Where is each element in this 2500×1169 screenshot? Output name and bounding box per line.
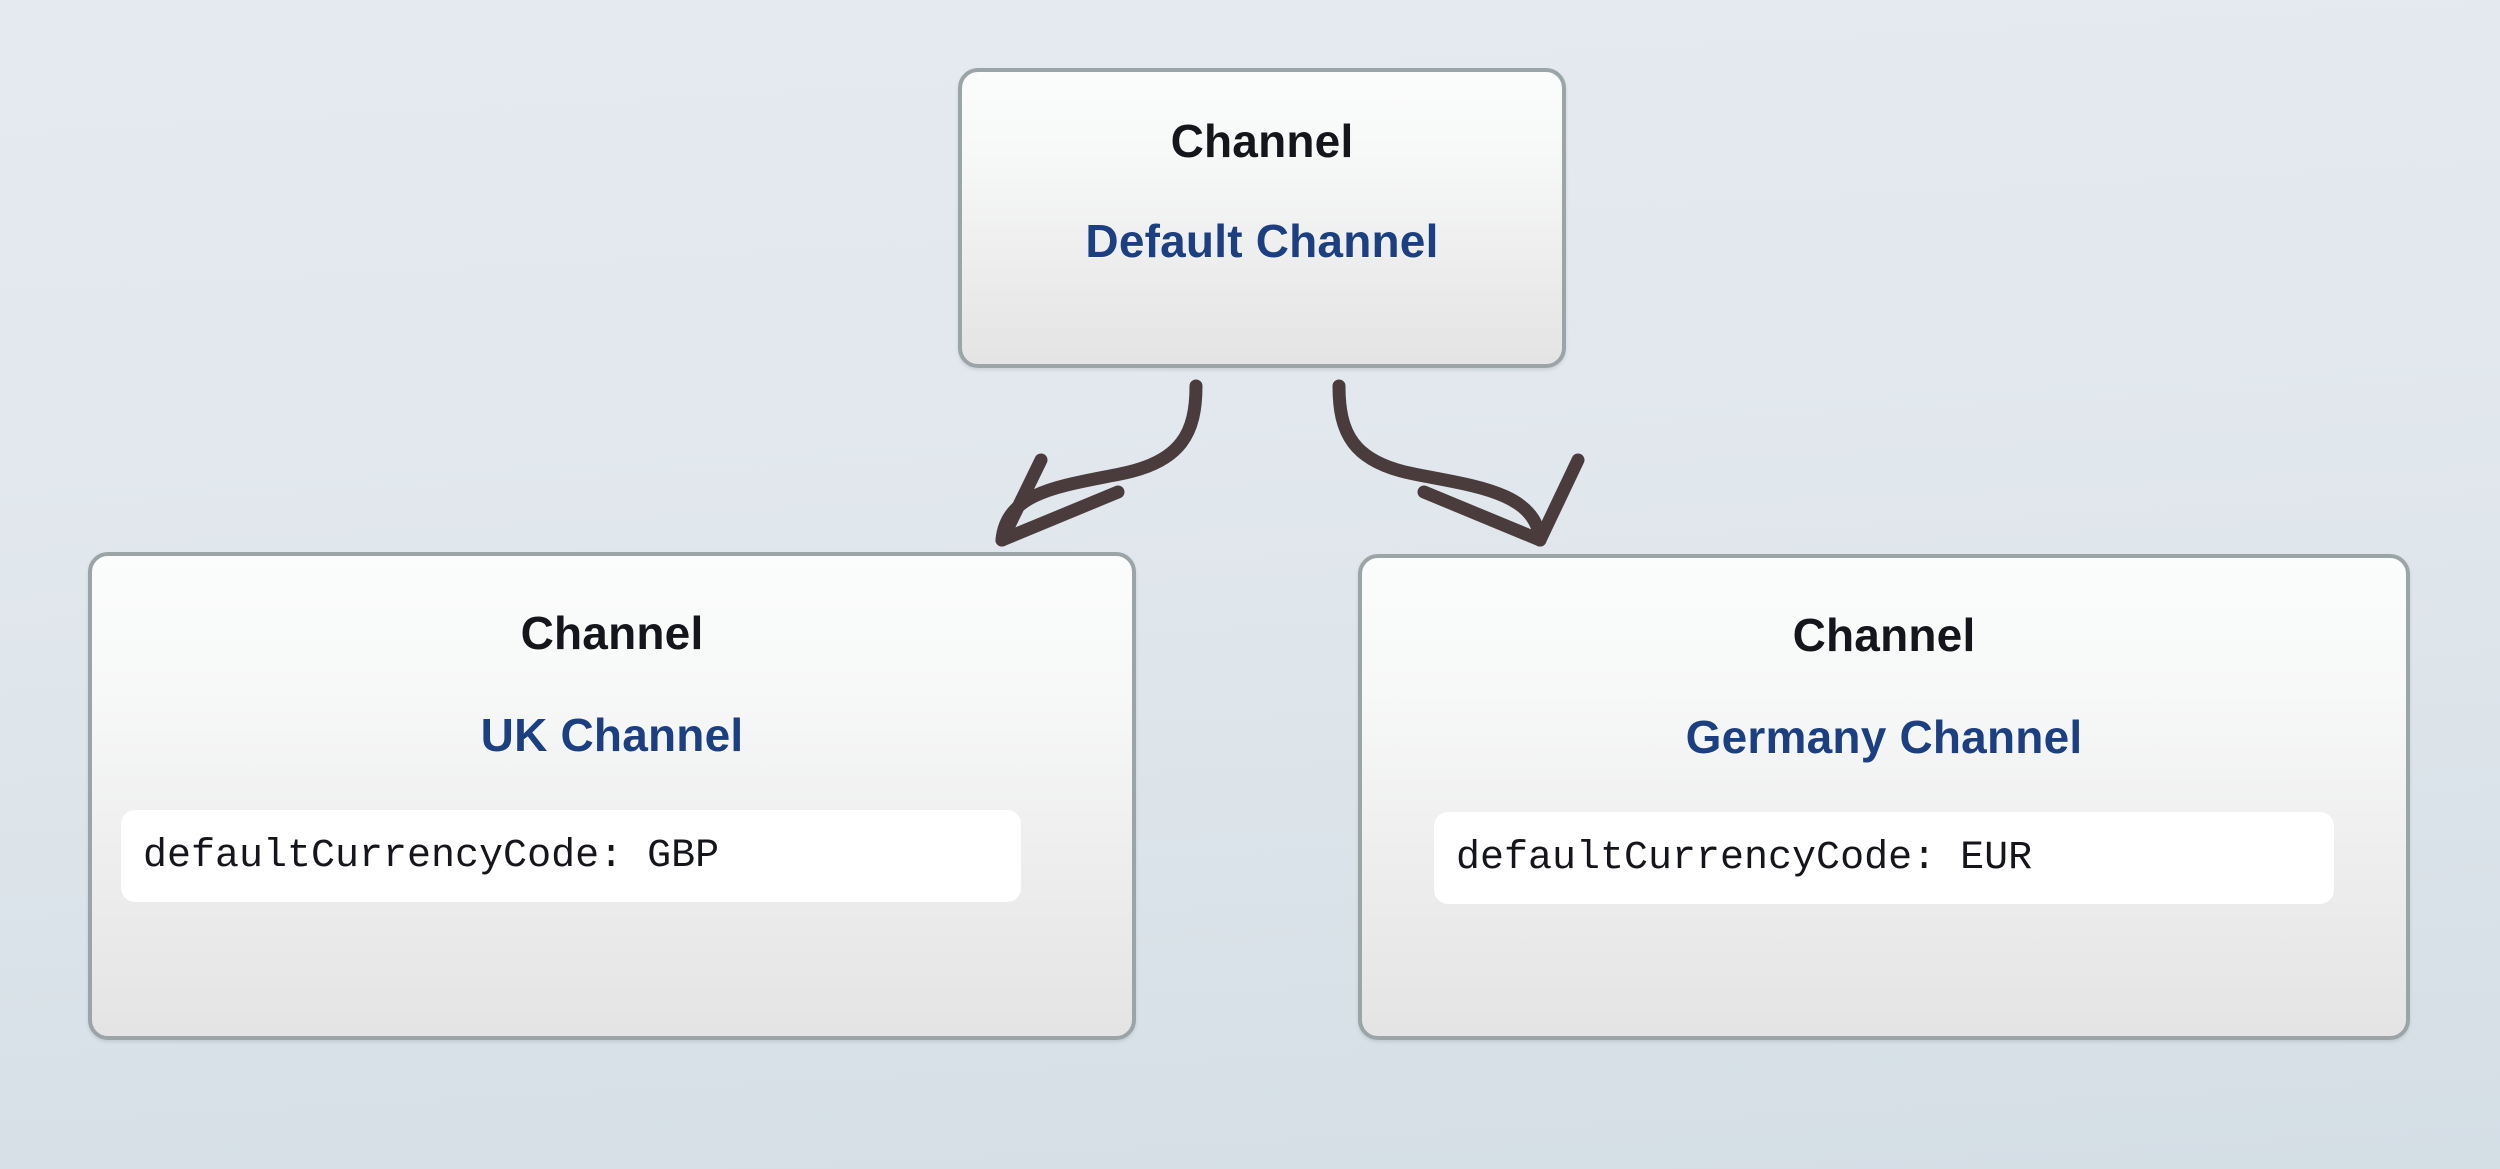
node-type-label: Channel — [1792, 609, 1976, 661]
node-name-label: Default Channel — [1085, 215, 1439, 267]
node-name-label: Germany Channel — [1685, 711, 2083, 763]
attribute-text: defaultCurrencyCode: EUR — [1456, 835, 2033, 881]
attribute-box: defaultCurrencyCode: GBP — [121, 810, 1021, 902]
attribute-text: defaultCurrencyCode: GBP — [143, 833, 720, 879]
node-type-label: Channel — [520, 607, 704, 659]
attribute-box: defaultCurrencyCode: EUR — [1434, 812, 2334, 904]
edge-root-to-de — [1332, 379, 1585, 547]
edge-root-to-uk — [995, 379, 1203, 547]
node-uk-channel[interactable]: Channel UK Channel defaultCurrencyCode: … — [88, 552, 1136, 1040]
node-name-label: UK Channel — [480, 709, 744, 761]
node-germany-channel[interactable]: Channel Germany Channel defaultCurrencyC… — [1358, 554, 2410, 1040]
node-default-channel[interactable]: Channel Default Channel — [958, 68, 1566, 368]
node-type-label: Channel — [1170, 115, 1354, 167]
